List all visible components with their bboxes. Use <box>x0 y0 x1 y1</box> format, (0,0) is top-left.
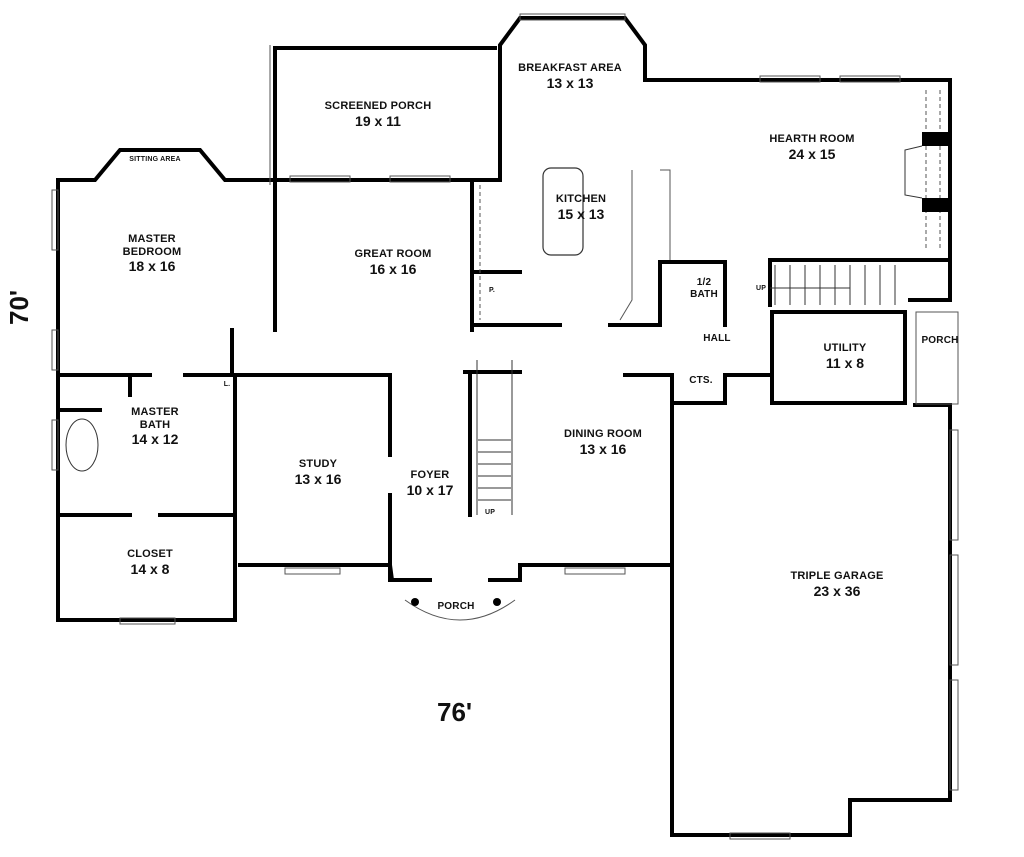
overall-depth-dimension: 70' <box>4 289 34 325</box>
room-sitting-area: SITTING AREA <box>129 156 181 163</box>
linen-label: L. <box>223 381 231 388</box>
room-hall: HALL <box>703 333 731 344</box>
room-front-porch: PORCH <box>437 601 475 612</box>
room-side-porch: PORCH <box>921 335 959 346</box>
overall-width-dimension: 76' <box>437 697 473 727</box>
pantry-label: P. <box>488 287 496 294</box>
stair-up-label: UP <box>755 285 767 292</box>
room-cts: CTS. <box>689 375 713 386</box>
room-half-bath: 1/2 BATH <box>690 277 718 300</box>
stair-up-label-2: UP <box>484 509 496 516</box>
